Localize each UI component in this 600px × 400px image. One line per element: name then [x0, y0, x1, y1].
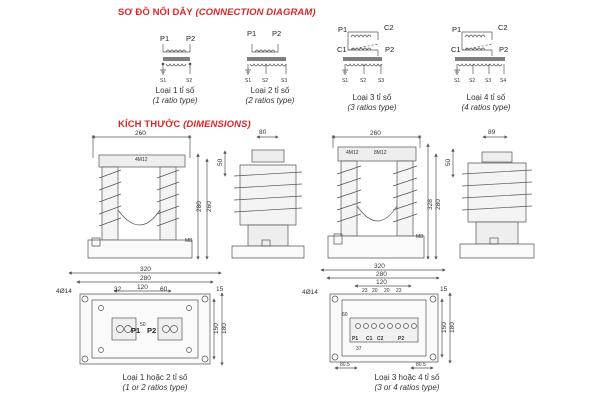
- wiring-diagram-2: P1 P2 S1 S2 S3: [245, 29, 287, 84]
- svg-text:320: 320: [374, 263, 385, 270]
- heading-en: (CONNECTION DIAGRAM): [195, 7, 316, 18]
- svg-text:280: 280: [376, 271, 387, 278]
- svg-text:4M12: 4M12: [135, 157, 148, 163]
- terminal-label: S2: [186, 78, 192, 84]
- terminal-label: S1: [454, 78, 460, 84]
- dimensions-heading: KÍCH THƯỚC (DIMENSIONS): [118, 119, 251, 130]
- terminal-label: P2: [499, 45, 508, 54]
- svg-text:32: 32: [114, 286, 122, 293]
- svg-text:80.5: 80.5: [340, 362, 350, 368]
- svg-text:37: 37: [356, 346, 362, 352]
- front-view-right: 260 328 280 4M12 8M12 M8: [327, 130, 442, 260]
- terminal-label: S3: [378, 78, 384, 84]
- side-view-left: 80 50: [217, 129, 305, 259]
- terminal-label: P2: [186, 34, 195, 43]
- terminal-label: S3: [485, 78, 491, 84]
- wiring-diagram-1: P1 P2 S1 S2: [160, 34, 195, 84]
- svg-text:50: 50: [140, 322, 146, 328]
- svg-text:15: 15: [440, 286, 448, 293]
- svg-text:4Ø14: 4Ø14: [302, 289, 318, 296]
- svg-text:23: 23: [362, 288, 368, 294]
- terminal-label: P1: [160, 34, 169, 43]
- front-view-left: 260 280 260 4M12 M8: [87, 130, 213, 260]
- heading-en: (DIMENSIONS): [183, 119, 251, 130]
- svg-text:180: 180: [449, 322, 456, 333]
- terminal-label: C1: [337, 45, 347, 54]
- terminal-label: S2: [469, 78, 475, 84]
- side-view-right: 89 50: [445, 129, 535, 259]
- terminal-label: S2: [262, 78, 268, 84]
- terminal-label: P2: [272, 29, 281, 38]
- svg-text:23: 23: [396, 288, 402, 294]
- plan-view-left: 320 280 120 32 60 4Ø14 P1 P2 50 150 180 …: [56, 266, 228, 366]
- svg-text:120: 120: [137, 284, 148, 291]
- terminal-label: C1: [451, 45, 461, 54]
- svg-text:80: 80: [259, 129, 267, 136]
- svg-text:260: 260: [135, 130, 146, 137]
- connection-diagram-heading: SƠ ĐỒ NỐI DÂY (CONNECTION DIAGRAM): [118, 7, 316, 18]
- svg-text:150: 150: [441, 322, 448, 333]
- svg-text:15: 15: [216, 286, 224, 293]
- wiring-caption-2: Loại 2 tỉ số(2 ratios type): [245, 86, 295, 105]
- terminal-label: C2: [384, 23, 394, 32]
- svg-text:M8: M8: [416, 234, 423, 240]
- svg-text:C2: C2: [377, 336, 384, 342]
- heading-vi: KÍCH THƯỚC: [118, 119, 181, 130]
- svg-text:M8: M8: [185, 238, 192, 244]
- svg-text:P2: P2: [147, 326, 156, 335]
- heading-vi: SƠ ĐỒ NỐI DÂY: [118, 7, 193, 18]
- svg-text:P2: P2: [398, 336, 404, 342]
- svg-text:80.5: 80.5: [416, 362, 426, 368]
- svg-text:180: 180: [221, 323, 228, 334]
- svg-text:8M12: 8M12: [374, 150, 387, 156]
- wiring-caption-1: Loại 1 tỉ số(1 ratio type): [152, 86, 198, 105]
- svg-text:C1: C1: [366, 336, 373, 342]
- svg-text:280: 280: [140, 275, 151, 282]
- svg-text:328: 328: [427, 199, 434, 210]
- svg-text:60: 60: [160, 286, 168, 293]
- svg-text:P1: P1: [352, 336, 358, 342]
- bottom-caption-right: Loại 3 hoặc 4 tỉ số(3 or 4 ratios type): [374, 373, 440, 392]
- svg-text:89: 89: [488, 129, 496, 136]
- terminal-label: S2: [360, 78, 366, 84]
- wiring-diagram-3: P1 C2 C1 P2 S1 S2 S3: [337, 23, 394, 84]
- terminal-label: P1: [452, 25, 461, 34]
- terminal-label: S3: [281, 78, 287, 84]
- svg-text:280: 280: [435, 199, 442, 210]
- svg-text:50: 50: [445, 158, 452, 166]
- terminal-label: P1: [338, 25, 347, 34]
- plan-view-right: 320 280 120 23 20 20 23 4Ø14 P1 C1 C2 P2…: [302, 263, 456, 370]
- svg-text:320: 320: [140, 266, 151, 273]
- svg-text:150: 150: [213, 323, 220, 334]
- wiring-caption-3: Loại 3 tỉ số(3 ratios type): [347, 93, 397, 112]
- terminal-label: P2: [385, 45, 394, 54]
- svg-text:280: 280: [196, 201, 203, 212]
- terminal-label: S4: [500, 78, 506, 84]
- svg-text:4M12: 4M12: [346, 150, 359, 156]
- svg-text:260: 260: [206, 201, 213, 212]
- wiring-diagram-4: P1 C2 C1 P2 S1 S2 S3 S4: [451, 23, 508, 84]
- terminal-label: S1: [245, 78, 251, 84]
- svg-text:260: 260: [370, 130, 381, 137]
- terminal-label: S1: [342, 78, 348, 84]
- svg-text:P1: P1: [131, 326, 140, 335]
- svg-text:50: 50: [217, 158, 224, 166]
- svg-text:120: 120: [376, 279, 387, 286]
- svg-text:4Ø14: 4Ø14: [56, 288, 72, 295]
- svg-text:60: 60: [342, 312, 348, 318]
- svg-text:20: 20: [384, 288, 390, 294]
- terminal-label: S1: [160, 78, 166, 84]
- bottom-caption-left: Loại 1 hoặc 2 tỉ số(1 or 2 ratios type): [122, 373, 188, 392]
- terminal-label: P1: [247, 29, 256, 38]
- wiring-caption-4: Loại 4 tỉ số(4 ratios type): [461, 93, 511, 112]
- svg-text:20: 20: [372, 288, 378, 294]
- terminal-label: C2: [498, 23, 508, 32]
